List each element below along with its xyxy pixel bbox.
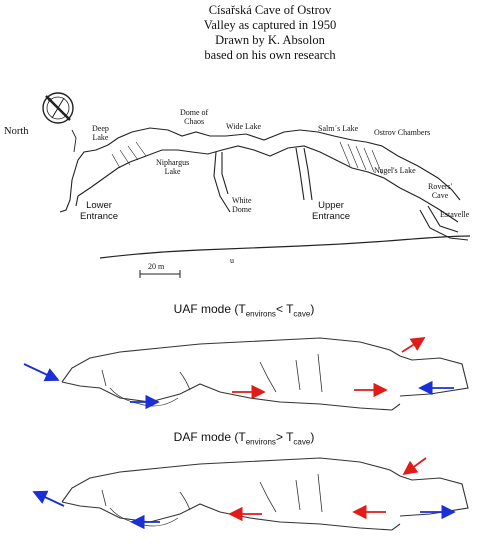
label-nagels-lake: Nagel's Lake (374, 166, 416, 175)
uaf-mode-heading: UAF mode (Tenvirons< Tcave) (173, 302, 315, 319)
uaf-airflow-arrows (23, 337, 454, 410)
daf-cold-outflow-arrow (32, 490, 65, 507)
uaf-cold-inflow-arrow (23, 363, 60, 382)
daf-mode-heading: DAF mode (Tenvirons> Tcave) (173, 430, 315, 447)
title-line-2: Valley as captured in 1950 (203, 18, 337, 32)
label-estavelle: Estavelle (440, 210, 470, 219)
title-line-1: Císařská Cave of Ostrov (208, 3, 332, 17)
compass-north-icon (42, 92, 74, 124)
uaf-cave-profile (61, 337, 469, 411)
figure-title: Císařská Cave of Ostrov Valley as captur… (150, 3, 390, 63)
section-mark: u (230, 256, 234, 265)
scale-bar (139, 270, 181, 278)
label-wide-lake: Wide Lake (226, 122, 261, 131)
surface-profile (99, 235, 471, 259)
daf-cave-profile (61, 457, 469, 531)
title-line-4: based on his own research (204, 48, 336, 62)
cave-plan-map (59, 127, 471, 259)
label-ostrov-chambers: Ostrov Chambers (374, 128, 431, 137)
north-label: North (4, 126, 29, 137)
daf-airflow-arrows (32, 457, 456, 530)
uaf-warm-outflow-arrow (401, 337, 426, 353)
plan-outline-bottom (77, 145, 459, 223)
daf-warm-inflow-arrow (402, 457, 427, 476)
label-salms-lake: Salm´s Lake (318, 124, 359, 133)
plan-outline-top (71, 127, 461, 201)
scale-bar-label: 20 m (148, 262, 165, 271)
label-rovers-cave: Rovers'Cave (428, 182, 453, 200)
title-line-3: Drawn by K. Absolon (215, 33, 325, 47)
